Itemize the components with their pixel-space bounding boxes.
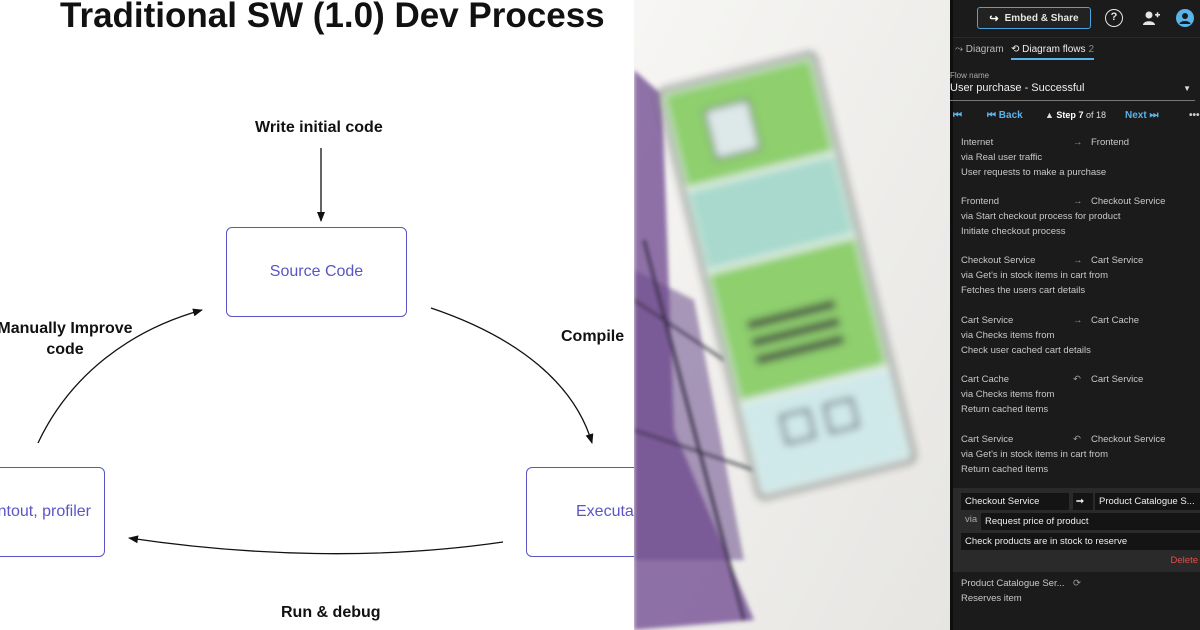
step-total: of 18 (1085, 110, 1107, 120)
step-via: via Checks items from (961, 330, 1055, 341)
flow-step[interactable]: Checkout Service → Cart Service via Get'… (961, 253, 1197, 303)
flow-name-select[interactable]: User purchase - Successful ▼ (950, 82, 1195, 101)
diagram-arrows (37, 148, 594, 555)
improve-label-line1: Manually Improve (0, 320, 133, 337)
diagram-title: Traditional SW (1.0) Dev Process (60, 0, 605, 35)
step-to: Checkout Service (1091, 434, 1166, 445)
improve-label-line2: code (46, 341, 84, 358)
step-via: via Get's in stock items in cart from (961, 449, 1108, 460)
step-return-arrow-icon: ↶ (1073, 434, 1081, 445)
step-via: via Checks items from (961, 389, 1055, 400)
step-to: Checkout Service (1091, 196, 1166, 207)
step-from: Internet (961, 137, 994, 148)
tab-diagram-label: Diagram (965, 44, 1004, 55)
diagram-tab-icon: ⤳ (955, 44, 966, 55)
write-code-label: Write initial code (255, 119, 383, 136)
delete-button[interactable]: Delete (1170, 555, 1198, 566)
step-description: Fetches the users cart details (961, 285, 1086, 296)
flows-tab-icon: ⟲ (1011, 44, 1023, 55)
editor-via-label: via (965, 514, 978, 525)
editor-description-field[interactable]: Check products are in stock to reserve (961, 533, 1200, 550)
step-return-arrow-icon: ↶ (1073, 374, 1081, 385)
tab-flows-count: 2 (1088, 44, 1095, 55)
wireframe-sketch-photo (634, 0, 950, 630)
watercolor-sketch-image (634, 0, 950, 630)
step-from: Cart Cache (961, 374, 1010, 385)
panel-topbar: ↪ Embed & Share ? (953, 0, 1200, 38)
flow-step[interactable]: Internet → Frontend via Real user traffi… (961, 135, 1197, 185)
step-from: Product Catalogue Ser... (961, 578, 1065, 589)
step-from: Checkout Service (961, 255, 1036, 266)
step-navigation: ⏮ ⏮ Back ▲ Step 7 of 18 Next ⏭ ••• (953, 110, 1200, 126)
step-arrow-icon: → (1073, 196, 1083, 207)
improve-arrow (37, 308, 203, 444)
step-arrow-icon: → (1073, 137, 1083, 148)
back-label: Back (998, 110, 1023, 121)
run-debug-arrow (128, 535, 504, 555)
tab-diagram[interactable]: ⤳ Diagram (955, 44, 1004, 55)
editor-via-field[interactable]: Request price of product (981, 513, 1200, 530)
flow-step[interactable]: Cart Service ↶ Checkout Service via Get'… (961, 432, 1197, 482)
step-via: via Start checkout process for product (961, 211, 1121, 222)
step-description: Reserves item (961, 593, 1022, 604)
share-arrow-icon: ↪ (989, 12, 999, 25)
step-description: Return cached items (961, 404, 1049, 415)
editor-direction-toggle[interactable]: ➞ (1073, 493, 1093, 510)
step-from: Cart Service (961, 315, 1014, 326)
step-prefix: Step (1056, 110, 1076, 120)
improve-label: Manually Improve code (0, 318, 150, 360)
step-to: Cart Service (1091, 374, 1144, 385)
add-user-icon-glyph (1143, 11, 1160, 25)
editor-to-field[interactable]: Product Catalogue S... (1095, 493, 1200, 510)
next-label: Next (1125, 110, 1147, 121)
tools-node: printout, profiler (0, 467, 105, 557)
step-arrow-icon: → (1073, 315, 1083, 326)
flow-name-label: Flow name (950, 71, 990, 80)
back-button[interactable]: ⏮ Back (987, 110, 1023, 121)
avatar-icon[interactable] (1176, 9, 1194, 27)
embed-share-button[interactable]: ↪ Embed & Share (977, 7, 1091, 29)
more-options-icon[interactable]: ••• (1189, 110, 1200, 121)
step-description: Initiate checkout process (961, 226, 1066, 237)
step-to: Cart Cache (1091, 315, 1140, 326)
step-arrow-icon: → (1073, 255, 1083, 266)
compile-arrow (430, 307, 594, 444)
flow-panel-content: ↪ Embed & Share ? ⤳ Dia (950, 0, 1200, 630)
flow-panel: ↪ Embed & Share ? ⤳ Dia (950, 0, 1200, 630)
add-user-icon[interactable] (1142, 9, 1160, 27)
step-description: Return cached items (961, 464, 1049, 475)
embed-share-label: Embed & Share (1004, 12, 1079, 24)
tab-flows-label: Diagram flows (1022, 44, 1086, 55)
flow-step[interactable]: Cart Cache ↶ Cart Service via Checks ite… (961, 372, 1197, 422)
executable-node: Executable (526, 467, 634, 557)
step-indicator: ▲ Step 7 of 18 (1045, 110, 1107, 120)
process-diagram: Traditional SW (1.0) Dev Process Write i… (0, 0, 634, 621)
step-from: Cart Service (961, 434, 1014, 445)
step-via: via Get's in stock items in cart from (961, 270, 1108, 281)
step-from: Frontend (961, 196, 1000, 207)
avatar-glyph (1179, 13, 1191, 24)
step-via: via Real user traffic (961, 152, 1043, 163)
first-step-icon[interactable]: ⏮ (953, 110, 962, 121)
step-to: Cart Service (1091, 255, 1144, 266)
step-editor: Checkout Service ➞ Product Catalogue S..… (953, 488, 1200, 572)
source-code-node: Source Code (226, 227, 407, 317)
compile-label: Compile (561, 328, 625, 345)
run-debug-label: Run & debug (281, 604, 381, 621)
flow-name-value: User purchase - Successful (950, 82, 1085, 94)
help-icon[interactable]: ? (1105, 9, 1123, 27)
next-button[interactable]: Next ⏭ (1125, 110, 1159, 121)
chevron-down-icon: ▼ (1183, 84, 1191, 93)
flow-step[interactable]: Frontend → Checkout Service via Start ch… (961, 194, 1197, 244)
self-loop-icon: ⟳ (1073, 578, 1081, 589)
step-current: 7 (1078, 110, 1084, 120)
step-to: Frontend (1091, 137, 1130, 148)
flow-step[interactable]: Cart Service → Cart Cache via Checks ite… (961, 313, 1197, 363)
editor-from-field[interactable]: Checkout Service (961, 493, 1069, 510)
step-description: User requests to make a purchase (961, 167, 1107, 178)
step-description: Check user cached cart details (961, 345, 1091, 356)
flow-step[interactable]: Product Catalogue Ser... ⟳ Reserves item (961, 576, 1197, 616)
